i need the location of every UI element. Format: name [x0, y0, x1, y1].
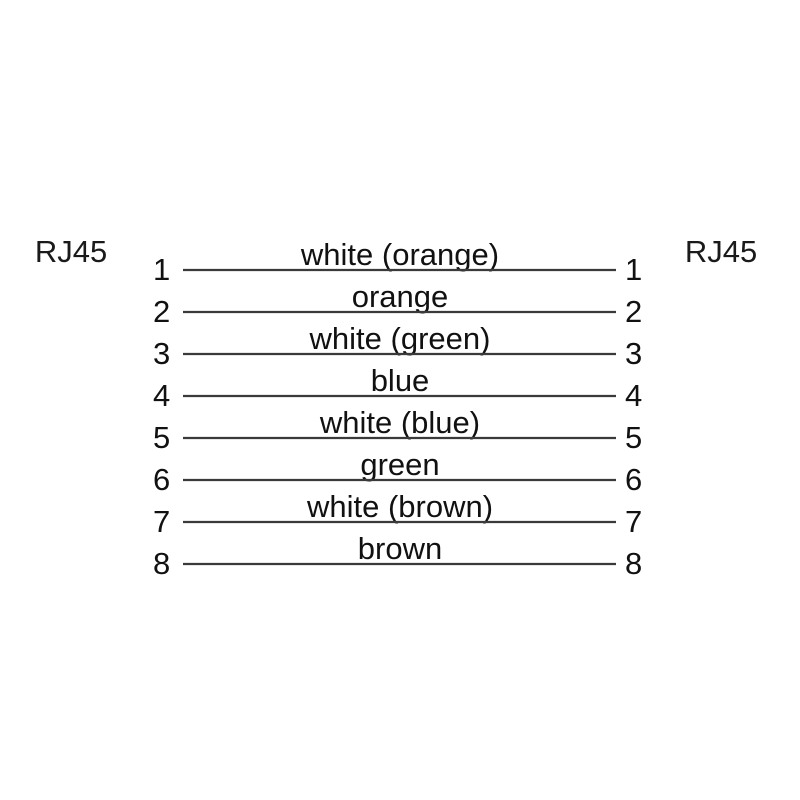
wire-label: white (green)	[309, 321, 491, 356]
left-connector-label: RJ45	[35, 234, 107, 269]
pin-number-left: 8	[153, 546, 170, 581]
wire-row: white (green) 3 3	[153, 321, 642, 371]
wire-row: white (brown) 7 7	[153, 489, 642, 539]
pin-number-right: 7	[625, 504, 642, 539]
wire-label: green	[360, 447, 439, 482]
wire-row: white (orange) 1 1	[153, 237, 642, 287]
pin-number-left: 3	[153, 336, 170, 371]
wire-row: white (blue) 5 5	[153, 405, 642, 455]
right-connector-label: RJ45	[685, 234, 757, 269]
wire-label: orange	[352, 279, 449, 314]
pin-number-left: 4	[153, 378, 170, 413]
wire-label: white (brown)	[306, 489, 493, 524]
pin-number-left: 6	[153, 462, 170, 497]
pin-number-right: 6	[625, 462, 642, 497]
pin-number-right: 8	[625, 546, 642, 581]
pin-number-right: 5	[625, 420, 642, 455]
pin-number-right: 2	[625, 294, 642, 329]
pin-number-left: 2	[153, 294, 170, 329]
pin-number-right: 4	[625, 378, 642, 413]
pin-number-left: 5	[153, 420, 170, 455]
wire-row: blue 4 4	[153, 363, 642, 413]
pin-number-right: 1	[625, 252, 642, 287]
wire-label: white (blue)	[319, 405, 480, 440]
wire-row: orange 2 2	[153, 279, 642, 329]
wire-label: blue	[371, 363, 430, 398]
pin-number-left: 1	[153, 252, 170, 287]
pin-number-right: 3	[625, 336, 642, 371]
wire-label: white (orange)	[300, 237, 499, 272]
wire-row: brown 8 8	[153, 531, 642, 581]
pin-number-left: 7	[153, 504, 170, 539]
wire-label: brown	[358, 531, 442, 566]
wire-row: green 6 6	[153, 447, 642, 497]
